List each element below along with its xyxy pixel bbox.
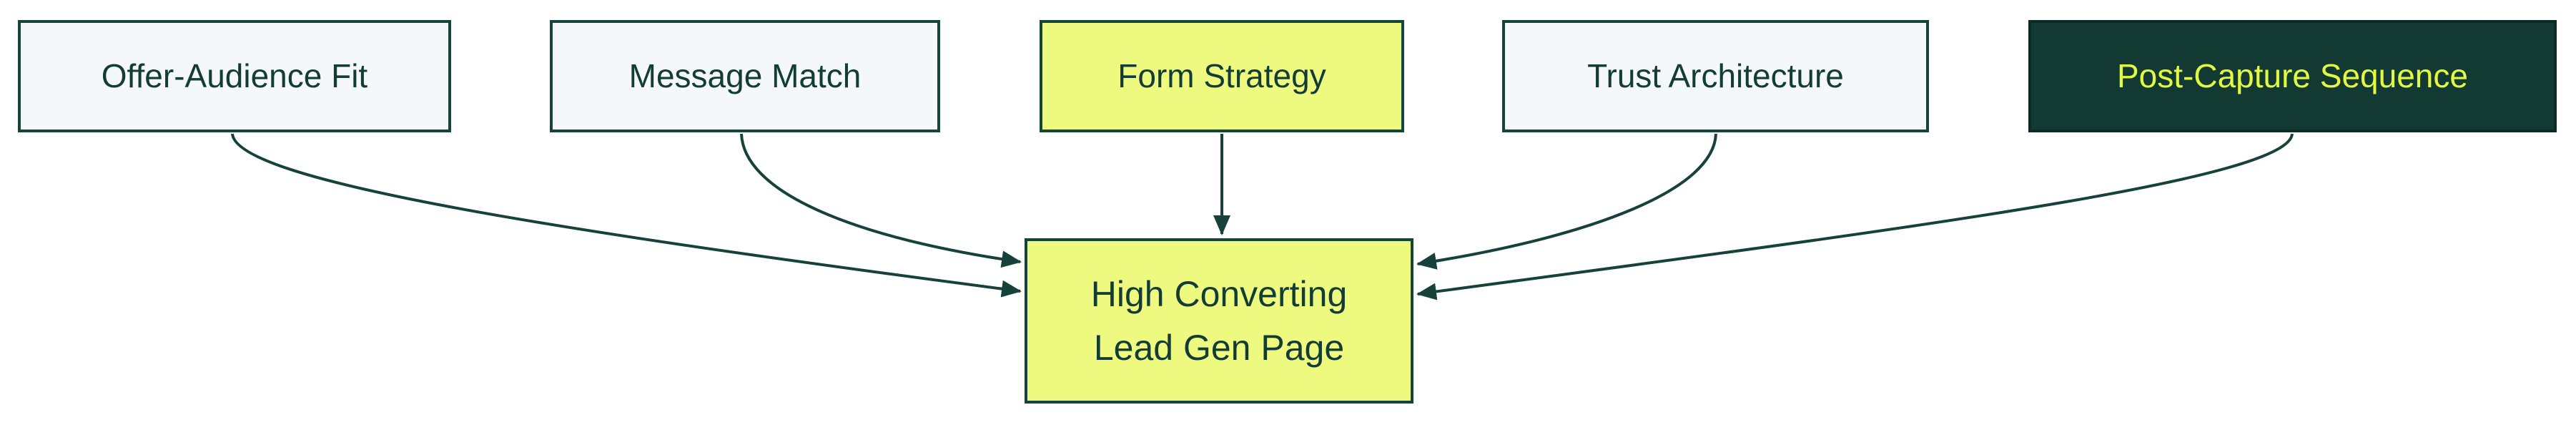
edge-message-to-page	[740, 133, 1022, 268]
node-trust-architecture-label: Trust Architecture	[1587, 57, 1844, 95]
node-trust-architecture: Trust Architecture	[1502, 20, 1929, 132]
node-offer-audience-fit-label: Offer-Audience Fit	[101, 57, 368, 95]
node-message-match: Message Match	[550, 20, 940, 132]
node-form-strategy: Form Strategy	[1040, 20, 1404, 132]
edge-post-to-page	[1416, 133, 2294, 301]
node-page-label-line-1: High Converting	[1090, 273, 1348, 314]
node-form-strategy-label: Form Strategy	[1117, 57, 1326, 95]
edge-offer-to-page	[231, 133, 1022, 298]
node-page-label-line-2: Lead Gen Page	[1093, 327, 1345, 368]
edge-trust-to-page	[1416, 133, 1717, 270]
node-high-converting-lead-gen-page: High Converting Lead Gen Page	[1025, 238, 1413, 404]
node-post-capture-sequence: Post-Capture Sequence	[2028, 20, 2557, 132]
node-message-match-label: Message Match	[628, 57, 862, 95]
node-post-capture-sequence-label: Post-Capture Sequence	[2117, 57, 2468, 95]
node-offer-audience-fit: Offer-Audience Fit	[18, 20, 451, 132]
